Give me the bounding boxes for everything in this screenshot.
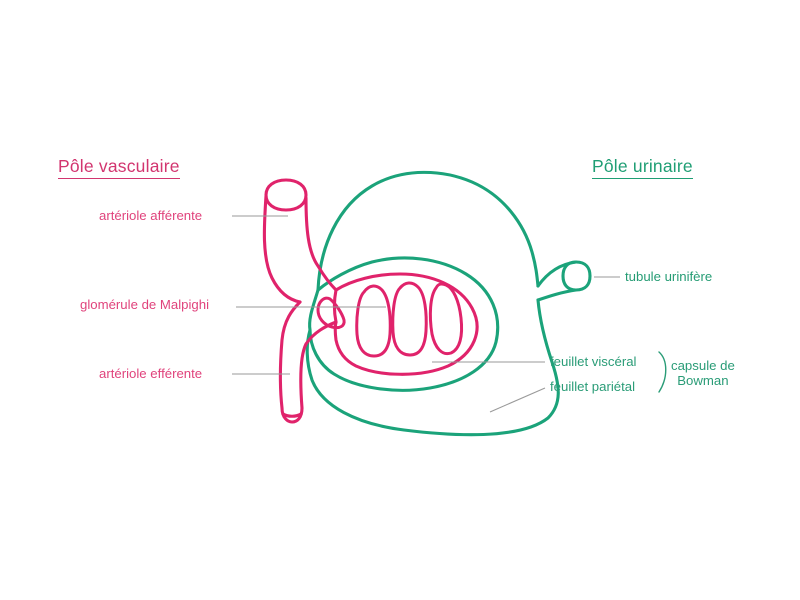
bowman-capsule-line-1: capsule de bbox=[671, 358, 735, 373]
afferent-arteriole-path bbox=[262, 178, 338, 304]
bowman-capsule-brace bbox=[658, 351, 667, 393]
parietal-layer-path bbox=[305, 170, 560, 437]
glomerular-capillary-loops bbox=[355, 281, 464, 358]
label-afferent-arteriole: artériole afférente bbox=[99, 208, 203, 223]
label-parietal-layer: feuillet pariétal bbox=[550, 379, 636, 394]
heading-vascular-pole: Pôle vasculaire bbox=[58, 156, 180, 180]
efferent-arteriole-path bbox=[278, 300, 338, 424]
glomerulus-outline bbox=[332, 272, 479, 376]
leader-lines bbox=[232, 215, 620, 413]
label-uriniferous-tubule: tubule urinifère bbox=[625, 269, 713, 284]
bowman-capsule-line-2: Bowman bbox=[677, 373, 729, 389]
heading-urinary-pole: Pôle urinaire bbox=[592, 156, 693, 180]
visceral-layer-path bbox=[308, 256, 500, 392]
label-glomerulus: glomérule de Malpighi bbox=[80, 297, 210, 312]
label-visceral-layer: feuillet viscéral bbox=[550, 354, 637, 369]
leader-parietal bbox=[489, 387, 546, 413]
parietal-layer-left-limb bbox=[308, 288, 320, 332]
label-efferent-arteriole: artériole efférente bbox=[99, 366, 203, 381]
uriniferous-tubule-path bbox=[536, 260, 592, 302]
macula-densa-triangle bbox=[316, 296, 346, 330]
